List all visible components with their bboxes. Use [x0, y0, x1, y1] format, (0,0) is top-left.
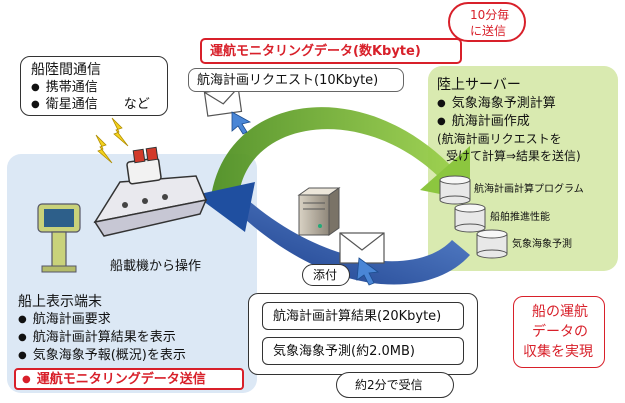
receive-time-callout: 約2分で受信 [336, 372, 454, 398]
lightning-icon [95, 117, 129, 164]
terminal-title: 船上表示端末 [18, 294, 102, 310]
summary-box: 船の運航 データの 収集を実現 [513, 296, 605, 368]
terminal-kiosk-icon [37, 203, 81, 273]
ship-land-comm-box: 船陸間通信 携帯通信 衛星通信 など [20, 56, 168, 116]
terminal-item: 航海計画要求 [18, 313, 111, 326]
land-server-note: (航海計画リクエストを [437, 132, 562, 146]
interval-callout: 10分毎 に送信 [448, 2, 526, 42]
land-server-item: 気象海象予測計算 [437, 97, 556, 110]
ship-icon [93, 146, 208, 237]
operate-label: 船載機から操作 [110, 259, 202, 274]
comm-box-title: 船陸間通信 [31, 62, 101, 78]
terminal-item: 航海計画計算結果を表示 [18, 331, 176, 344]
calc-result-label: 航海計画計算結果(20Kbyte) [273, 309, 442, 324]
mail-envelope-icon [203, 86, 243, 117]
mail-envelope-icon [339, 232, 385, 264]
weather-result-label: 気象海象予測(約2.0MB) [273, 344, 415, 359]
land-server-note: 受けて計算⇒結果を送信) [446, 149, 581, 163]
attach-callout: 添付 [302, 264, 350, 286]
weather-result-box: 気象海象予測(約2.0MB) [262, 337, 464, 365]
monitoring-data-box: 運航モニタリングデータ(数Kbyte) [200, 38, 462, 64]
server-icon [297, 187, 341, 236]
land-server-title: 陸上サーバー [437, 77, 521, 93]
monitoring-send-label: 運航モニタリングデータ送信 [22, 373, 206, 386]
monitoring-send-box: 運航モニタリングデータ送信 [14, 368, 244, 390]
cursor-icon [231, 111, 252, 135]
comm-item: 携帯通信 [31, 81, 98, 94]
download-arrow [195, 182, 470, 285]
terminal-item: 気象海象予報(概況)を表示 [18, 349, 186, 362]
database-icon [476, 229, 508, 259]
database-label: 気象海象予測 [512, 239, 572, 250]
interval-callout-line1: 10分毎 [470, 8, 510, 22]
database-icon [454, 203, 486, 233]
database-label: 船舶推進性能 [490, 212, 550, 223]
cursor-icon [356, 257, 380, 286]
database-icon [439, 175, 471, 205]
land-server-item: 航海計画作成 [437, 115, 530, 128]
summary-line: 船の運航 [532, 304, 588, 320]
attach-label: 添付 [313, 268, 338, 282]
calc-result-box: 航海計画計算結果(20Kbyte) [262, 302, 464, 330]
interval-callout-line2: に送信 [470, 24, 507, 38]
comm-item: 衛星通信 など [31, 98, 150, 111]
route-request-box: 航海計画リクエスト(10Kbyte) [188, 68, 404, 92]
database-label: 航海計画計算プログラム [474, 184, 584, 195]
summary-line: 収集を実現 [523, 344, 593, 360]
route-request-label: 航海計画リクエスト(10Kbyte) [197, 73, 379, 88]
summary-line: データの [532, 324, 588, 340]
receive-time-label: 約2分で受信 [355, 378, 423, 392]
monitoring-data-label: 運航モニタリングデータ(数Kbyte) [210, 44, 421, 59]
